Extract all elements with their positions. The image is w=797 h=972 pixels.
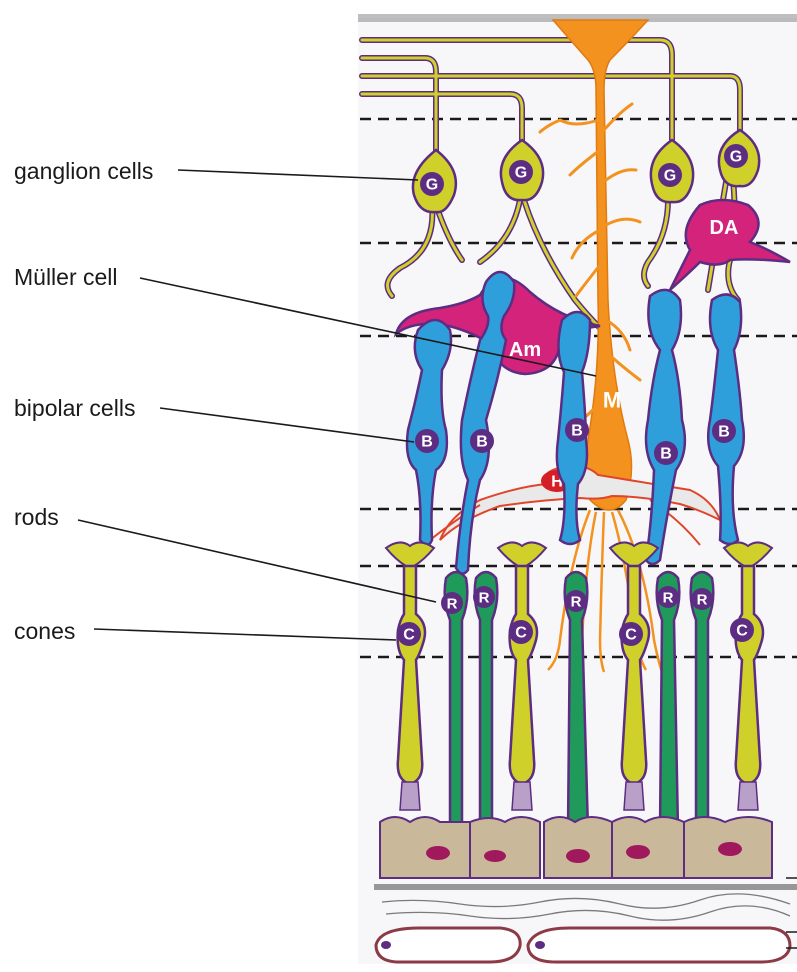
bipolar-letter: B (571, 423, 583, 440)
ganglion-letter: G (515, 165, 527, 182)
rod-letter: R (447, 596, 458, 613)
bipolar-letter: B (718, 424, 730, 441)
label-rods: rods (14, 506, 59, 529)
label-ganglion-cells: ganglion cells (14, 160, 153, 183)
rod-letter: R (663, 590, 674, 607)
rod-letter: R (479, 590, 490, 607)
ganglion-letter: G (664, 168, 676, 185)
bruch-membrane (374, 884, 797, 890)
bipolar-letter: B (660, 446, 672, 463)
label-bipolar-cells: bipolar cells (14, 397, 135, 420)
rod-letter: R (697, 592, 708, 609)
cone-letter: C (625, 627, 637, 644)
label-muller-cell: Müller cell (14, 266, 118, 289)
ganglion-letter: G (426, 177, 438, 194)
choroid-vessels (376, 928, 790, 962)
muller-letter: M (603, 388, 621, 413)
cone-letter: C (403, 627, 415, 644)
bipolar-letter: B (421, 434, 433, 451)
rod-letter: R (571, 594, 582, 611)
ganglion-letter: G (730, 149, 742, 166)
cone-letter: C (515, 625, 527, 642)
label-cones: cones (14, 620, 75, 643)
cone-letter: C (736, 623, 748, 640)
da-letter: DA (710, 217, 739, 239)
bipolar-letter: B (476, 434, 488, 451)
